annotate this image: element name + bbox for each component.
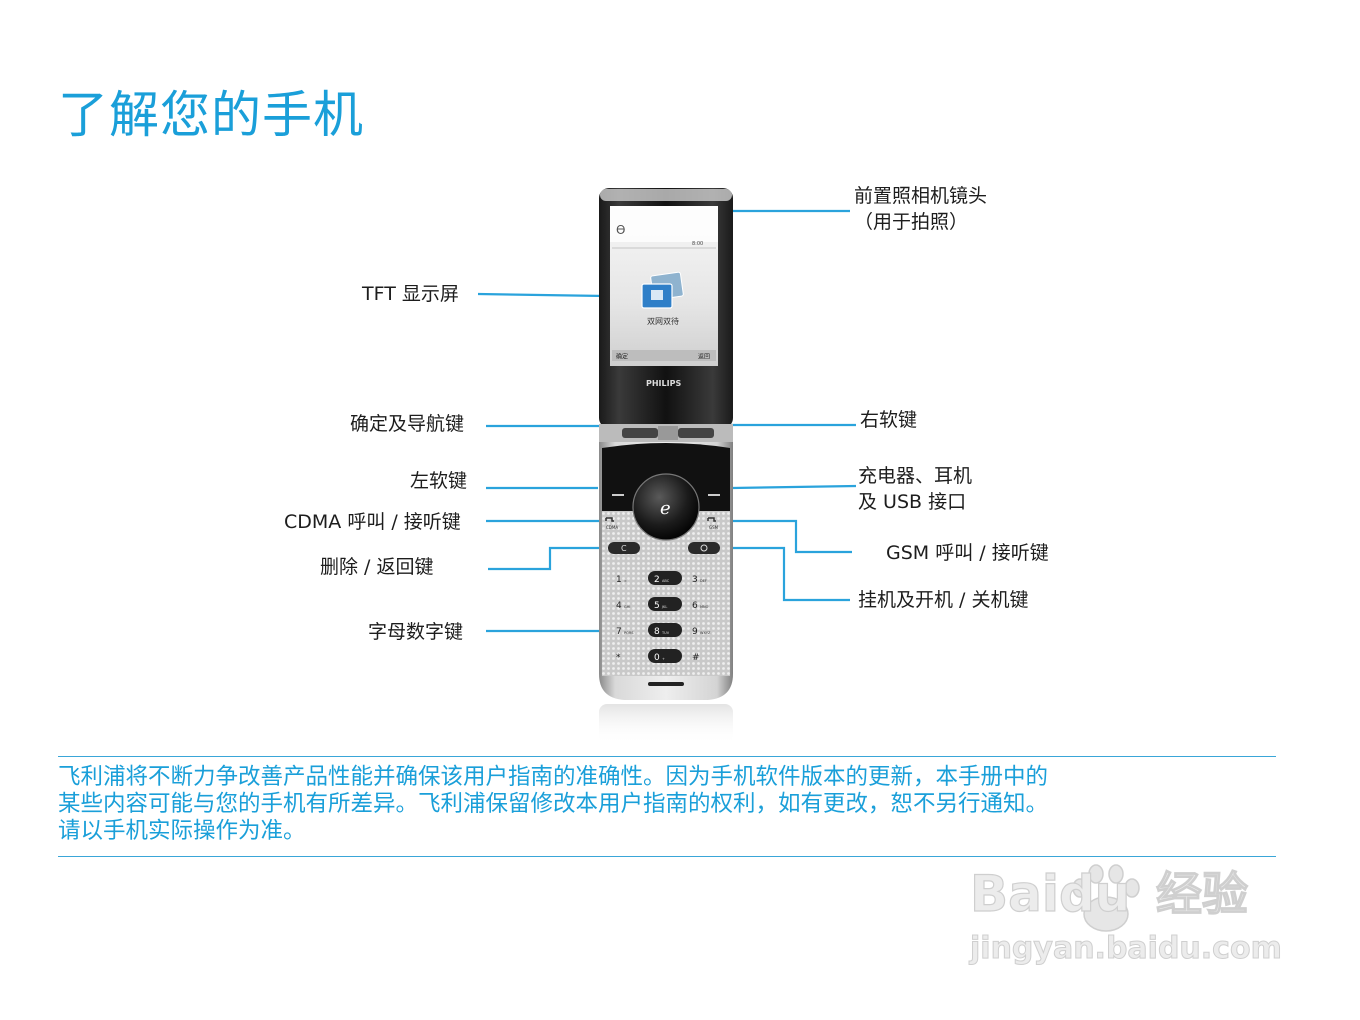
keypad-key-sublabel: + — [662, 657, 665, 661]
screen-center-label: 双网双待 — [647, 316, 679, 326]
disclaimer-line-2: 某些内容可能与您的手机有所差异。飞利浦保留修改本用户指南的权利，如有更改，恕不另… — [58, 791, 1049, 817]
power-icon — [700, 544, 708, 552]
leader-tft-display — [477, 292, 606, 298]
keypad-key-4[interactable]: 4 — [616, 601, 622, 611]
baidu-paw-icon — [1072, 864, 1140, 932]
disclaimer-line-3: 请以手机实际操作为准。 — [58, 818, 306, 844]
center-key-label: e — [660, 498, 671, 519]
callout-front-camera-line2: （用于拍照） — [854, 211, 969, 233]
phone-bottom-slot — [648, 682, 684, 686]
keypad-key-5[interactable]: 5 — [654, 601, 660, 611]
callout-gsm-call-key: GSM 呼叫 / 接听键 — [886, 542, 1049, 564]
phone-illustration: Ɵ 8:00 双网双待 确定 返回 PHILIPS e CDMA GSM C 1… — [599, 188, 733, 744]
keypad-key-sublabel: TUV — [661, 631, 670, 635]
keypad-key-9[interactable]: 9 — [692, 627, 698, 637]
baidu-watermark: Baidu 经验 jingyan.baidu.com — [969, 864, 1282, 967]
screen-network-icon: Ɵ — [616, 223, 625, 237]
keypad-key-star[interactable]: * — [616, 653, 621, 663]
callout-cdma-call-key: CDMA 呼叫 / 接听键 — [284, 511, 461, 533]
gsm-call-key-icon — [707, 517, 716, 522]
keypad-key-sublabel: WXYZ — [700, 631, 711, 635]
keypad-key-8[interactable]: 8 — [654, 627, 660, 637]
disclaimer-top-rule — [58, 756, 1276, 757]
callout-charger-line2: 及 USB 接口 — [858, 491, 967, 513]
screen-softkey-right: 返回 — [698, 354, 710, 361]
watermark-brand: Baidu — [970, 865, 1130, 923]
screen-softkey-left: 确定 — [616, 353, 628, 361]
leader-right-soft-key — [716, 423, 856, 485]
keypad-key-1[interactable]: 1 — [616, 575, 622, 585]
delete-back-key[interactable] — [608, 542, 640, 554]
leader-delete-back-key — [488, 546, 604, 571]
end-power-key[interactable] — [688, 542, 720, 554]
screen-clock: 8:00 — [692, 241, 703, 247]
disclaimer-line-1: 飞利浦将不断力争改善产品性能并确保该用户指南的准确性。因为手机软件版本的更新，本… — [58, 764, 1049, 790]
watermark-url: jingyan.baidu.com — [969, 931, 1282, 966]
ok-nav-key[interactable] — [632, 473, 700, 541]
cdma-call-key-icon — [605, 517, 614, 522]
keypad-key-hash[interactable]: # — [692, 653, 700, 663]
keypad-key-sublabel: ∞ — [624, 579, 627, 583]
callout-right-soft-key: 右软键 — [860, 409, 918, 431]
leader-gsm-call-key — [728, 519, 852, 554]
keypad-key-sublabel: JKL — [661, 605, 667, 609]
callout-charger-port: 充电器、耳机 及 USB 接口 — [858, 463, 972, 515]
callout-tft-display: TFT 显示屏 — [362, 283, 459, 305]
keypad-key-sublabel: DEF — [700, 579, 707, 583]
keypad-key-2[interactable]: 2 — [654, 575, 660, 585]
keypad-key-sublabel: ABC — [662, 579, 670, 583]
callout-charger-line1: 充电器、耳机 — [858, 465, 973, 487]
callout-front-camera: 前置照相机镜头 （用于拍照） — [854, 183, 987, 235]
callout-front-camera-line1: 前置照相机镜头 — [854, 185, 988, 207]
keypad-key-0[interactable]: 0 — [654, 653, 660, 663]
callout-alphanumeric-keys: 字母数字键 — [368, 621, 464, 643]
page-title: 了解您的手机 — [58, 86, 364, 144]
callout-left-soft-key: 左软键 — [410, 470, 468, 492]
phone-reflection — [599, 704, 733, 744]
keypad-key-6[interactable]: 6 — [692, 601, 698, 611]
disclaimer-bottom-rule — [58, 856, 1276, 857]
watermark-suffix: 经验 — [1156, 867, 1248, 921]
screen-softkey-bar — [612, 350, 716, 361]
callout-delete-back-key: 删除 / 返回键 — [320, 556, 434, 578]
gsm-call-key-label: GSM — [709, 525, 719, 530]
left-soft-key[interactable] — [612, 494, 624, 496]
leader-end-power-key — [724, 546, 850, 602]
clear-key-label: C — [621, 544, 627, 553]
callout-ok-nav-key: 确定及导航键 — [350, 413, 465, 435]
keypad-key-7[interactable]: 7 — [616, 627, 622, 637]
cdma-call-key-label: CDMA — [606, 525, 618, 530]
keypad-key-3[interactable]: 3 — [692, 575, 698, 585]
right-soft-key[interactable] — [708, 494, 720, 496]
leader-charger-port — [731, 484, 857, 490]
keypad-key-sublabel: PQRS — [624, 631, 634, 635]
phone-brand: PHILIPS — [646, 379, 681, 388]
keypad-key-sublabel: GHI — [624, 605, 630, 609]
callout-end-power-key: 挂机及开机 / 关机键 — [858, 589, 1029, 611]
disclaimer-text: 飞利浦将不断力争改善产品性能并确保该用户指南的准确性。因为手机软件版本的更新，本… — [58, 764, 1298, 845]
keypad-key-sublabel: MNO — [700, 605, 709, 609]
